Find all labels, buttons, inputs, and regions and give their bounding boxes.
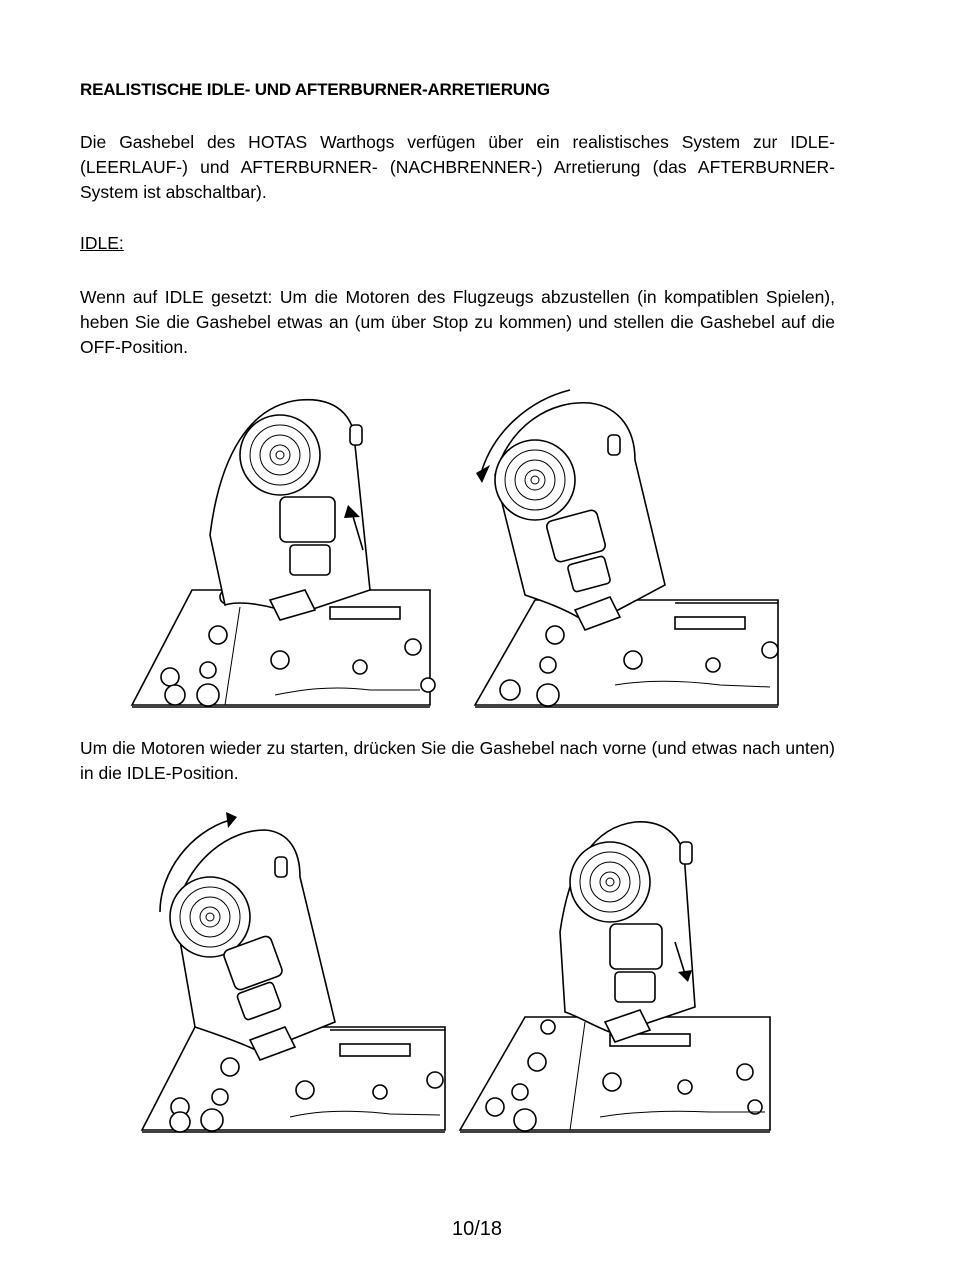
intro-paragraph: Die Gashebel des HOTAS Warthogs verfügen…: [80, 132, 835, 202]
throttle-rotate-forward-illustration: [140, 812, 446, 1133]
throttle-push-down-illustration: [458, 821, 771, 1133]
engine-off-paragraph: Wenn auf IDLE gesetzt: Um die Motoren de…: [80, 287, 835, 357]
section-heading: REALISTISCHE IDLE- UND AFTERBURNER-ARRET…: [80, 80, 550, 99]
throttle-rotate-back-illustration: [473, 389, 779, 708]
page-number: 10/18: [451, 1218, 503, 1240]
throttle-lift-up-illustration: [130, 398, 436, 708]
engine-restart-paragraph: Um die Motoren wieder zu starten, drücke…: [80, 738, 835, 783]
figure-engine-off: [130, 385, 780, 710]
idle-subheading: IDLE:: [80, 233, 124, 253]
figure-engine-restart: [140, 812, 775, 1137]
